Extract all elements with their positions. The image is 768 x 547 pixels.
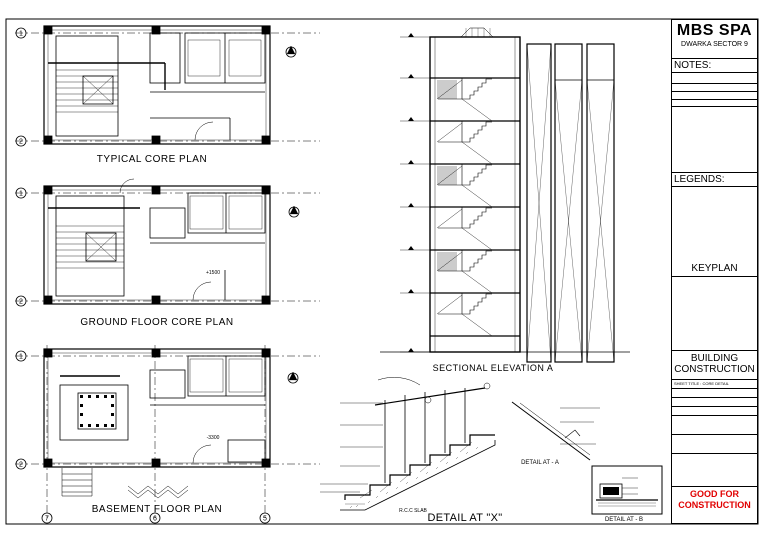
detail-a-title: DETAIL AT - A — [521, 460, 559, 466]
grid-id-1-ground: 1 — [19, 191, 23, 198]
detail-a — [511, 401, 600, 461]
project-name: MBS SPA — [676, 22, 753, 39]
sectional-elevation — [380, 27, 630, 363]
drawing-title: BUILDING CONSTRUCTION — [672, 350, 757, 378]
submitted-by-row — [672, 434, 757, 453]
detail-b-title: DETAIL AT - B — [605, 517, 643, 523]
grid-id-5: 5 — [263, 516, 267, 523]
ground-level-mark: +1500 — [206, 270, 220, 276]
detail-x — [320, 377, 496, 511]
notes-blank-area — [672, 106, 757, 170]
notes-lines — [672, 76, 757, 100]
detail-b — [591, 465, 663, 515]
status-stamp: GOOD FOR CONSTRUCTION — [672, 486, 757, 522]
note-line-1 — [672, 76, 757, 84]
sheet-info: SHEET TITLE : CORE DETAIL — [672, 379, 757, 472]
status-line-1: GOOD FOR — [690, 489, 739, 499]
drawing-no-row — [672, 388, 757, 397]
drawing-title-line-1: BUILDING — [690, 353, 739, 364]
sheet-title-row: SHEET TITLE : CORE DETAIL — [672, 379, 757, 388]
note-line-3 — [672, 92, 757, 100]
typical-core-plan-title: TYPICAL CORE PLAN — [97, 154, 207, 165]
ground-floor-core-plan-title: GROUND FLOOR CORE PLAN — [80, 317, 233, 328]
sheet-border — [5, 18, 759, 525]
grid-id-1-typical: 1 — [19, 31, 23, 38]
grid-id-2-ground: 2 — [19, 299, 23, 306]
grid-id-2-basement: 2 — [19, 462, 23, 469]
detail-x-title: DETAIL AT "X" — [428, 512, 503, 524]
status-line-2: CONSTRUCTION — [678, 500, 751, 510]
keyplan-label: KEYPLAN — [672, 263, 757, 277]
project-info-row — [672, 415, 757, 434]
date-scale-row — [672, 397, 757, 406]
drawing-title-line-2: CONSTRUCTION — [674, 364, 755, 375]
basement-level-mark: -3300 — [207, 435, 220, 441]
detail-x-slab-label: R.C.C SLAB — [399, 508, 427, 514]
batch-row — [672, 406, 757, 415]
title-block: MBS SPA DWARKA SECTOR 9 NOTES: LEGENDS: … — [671, 19, 758, 524]
grid-id-2-typical: 2 — [19, 139, 23, 146]
basement-floor-plan — [15, 345, 320, 524]
notes-heading: NOTES: — [672, 58, 757, 73]
remarks-row — [672, 453, 757, 472]
ground-floor-core-plan — [15, 178, 320, 307]
note-line-2 — [672, 84, 757, 92]
grid-id-1-basement: 1 — [19, 354, 23, 361]
basement-floor-plan-title: BASEMENT FLOOR PLAN — [92, 504, 222, 515]
project-location: DWARKA SECTOR 9 — [681, 41, 748, 48]
grid-id-7: 7 — [45, 516, 49, 523]
grid-id-6: 6 — [153, 516, 157, 523]
legends-heading: LEGENDS: — [672, 172, 757, 187]
typical-core-plan — [15, 25, 320, 147]
sectional-elevation-title: SECTIONAL ELEVATION A — [433, 363, 554, 373]
